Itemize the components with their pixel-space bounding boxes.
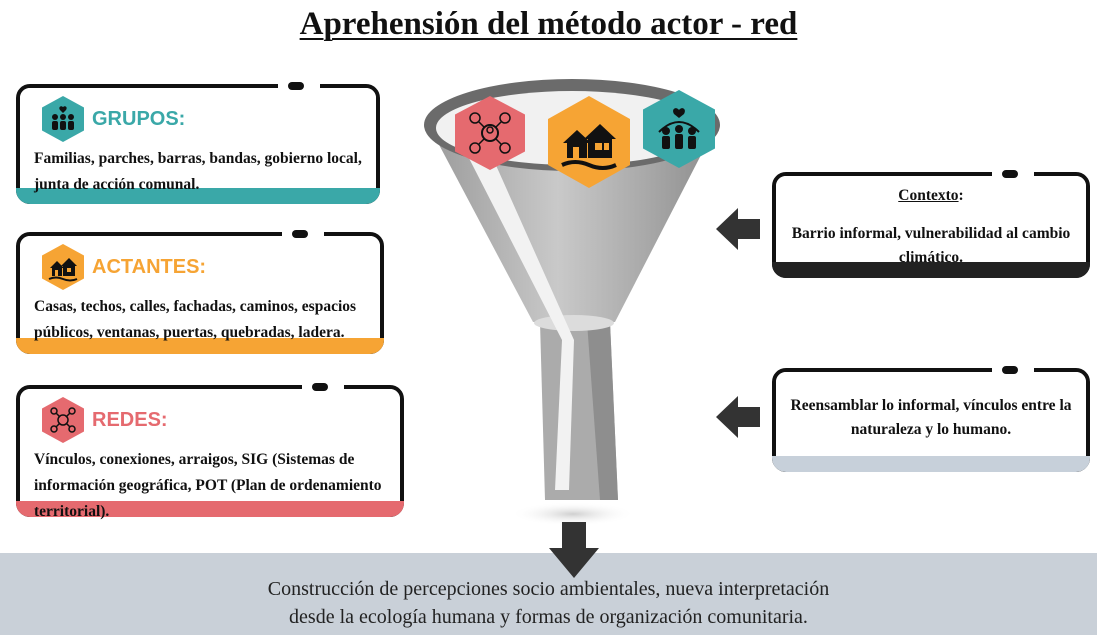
people-group-icon xyxy=(643,90,715,168)
funnel-highlight-stripe xyxy=(452,125,574,490)
result-text: Construcción de percepciones socio ambie… xyxy=(150,575,947,631)
context-card: Contexto: Barrio informal, vulnerabilida… xyxy=(772,170,1090,278)
reassemble-text: Reensamblar lo informal, vínculos entre … xyxy=(790,397,1072,438)
result-text-line-1: Construcción de percepciones socio ambie… xyxy=(267,578,830,600)
funnel-shadow xyxy=(511,502,635,526)
grupos-card: GRUPOS: Familias, parches, barras, banda… xyxy=(16,82,380,204)
reassemble-card: Reensamblar lo informal, vínculos entre … xyxy=(772,366,1090,472)
funnel-neck xyxy=(534,315,614,331)
redes-card: REDES: Vínculos, conexiones, arraigos, S… xyxy=(16,383,404,520)
context-heading-line: Contexto: xyxy=(784,184,1078,208)
funnel-cone xyxy=(427,122,718,322)
down-arrow-icon xyxy=(549,522,599,578)
result-text-line-2: desde la ecología humana y formas de org… xyxy=(289,606,808,628)
context-text: Barrio informal, vulnerabilidad al cambi… xyxy=(791,225,1071,266)
diagram-title: Aprehensión del método actor - red xyxy=(299,6,798,42)
reassemble-arrow-icon xyxy=(716,396,760,438)
grupos-title: GRUPOS: xyxy=(92,107,186,130)
grupos-header: GRUPOS: xyxy=(42,96,185,142)
grupos-color-bar xyxy=(16,188,380,204)
houses-icon xyxy=(548,96,630,188)
context-heading: Contexto xyxy=(898,187,959,204)
context-color-bar xyxy=(772,262,1090,278)
redes-header: REDES: xyxy=(42,397,168,443)
redes-color-bar xyxy=(16,501,404,517)
actantes-header: ACTANTES: xyxy=(42,244,206,290)
redes-title: REDES: xyxy=(92,408,168,431)
actantes-card: ACTANTES: Casas, techos, calles, fachada… xyxy=(16,230,384,354)
actantes-text: Casas, techos, calles, fachadas, caminos… xyxy=(34,298,357,341)
actantes-title: ACTANTES: xyxy=(92,255,207,278)
reassemble-color-bar xyxy=(772,456,1090,472)
context-arrow-icon xyxy=(716,208,760,250)
result-band xyxy=(0,553,1097,635)
grupos-text: Familias, parches, barras, bandas, gobie… xyxy=(34,150,362,193)
redes-text: Vínculos, conexiones, arraigos, SIG (Sis… xyxy=(34,451,382,520)
actantes-color-bar xyxy=(16,338,384,354)
context-heading-colon: : xyxy=(958,187,964,204)
